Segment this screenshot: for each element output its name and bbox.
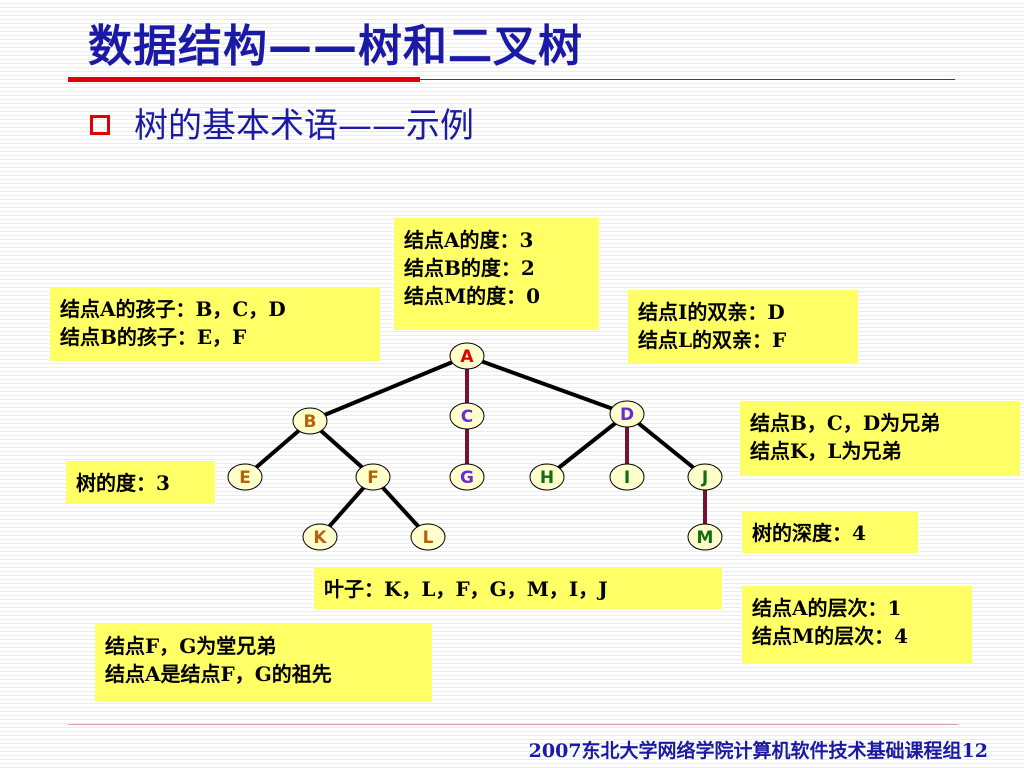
- tree-node-D: D: [609, 400, 645, 428]
- node-circle: [687, 463, 723, 491]
- note-node-degree: 结点A的度：3 结点B的度：2 结点M的度：0: [394, 218, 599, 330]
- node-label: H: [540, 468, 554, 488]
- node-label: K: [313, 528, 327, 548]
- note-cousins: 结点F，G为堂兄弟 结点A是结点F，G的祖先: [95, 624, 432, 702]
- tree-node-J: J: [687, 463, 723, 491]
- note-leaves: 叶子：K，L，F，G，M，I，J: [314, 567, 722, 609]
- node-circle: [687, 523, 723, 551]
- tree-node-K: K: [302, 523, 338, 551]
- note-line: 结点A是结点F，G的祖先: [105, 662, 332, 686]
- note-line: 结点B的孩子：E，F: [60, 325, 247, 349]
- bullet-square-icon: [90, 115, 110, 135]
- node-label: L: [423, 528, 434, 548]
- title-underline-bar: [68, 77, 420, 82]
- note-line: 树的深度：4: [752, 521, 866, 545]
- node-label: F: [367, 468, 379, 488]
- note-tree-degree: 树的度：3: [66, 461, 215, 503]
- node-label: E: [239, 468, 251, 488]
- note-line: 结点I的双亲：D: [638, 300, 785, 324]
- note-line: 结点M的层次：4: [752, 624, 909, 648]
- node-circle: [449, 463, 485, 491]
- node-label: A: [460, 347, 474, 367]
- node-label: B: [304, 412, 317, 432]
- title-rule: [420, 79, 955, 80]
- tree-node-E: E: [227, 463, 263, 491]
- note-siblings: 结点B，C，D为兄弟 结点K，L为兄弟: [740, 401, 1020, 475]
- slide-subtitle: 树的基本术语——示例: [134, 106, 474, 146]
- tree-edges: [243, 354, 707, 539]
- note-line: 结点A的孩子：B，C，D: [60, 297, 286, 321]
- tree-node-M: M: [687, 523, 723, 551]
- node-circle: [227, 463, 263, 491]
- node-circle: [449, 342, 485, 370]
- node-label: M: [697, 528, 714, 548]
- note-line: 结点B，C，D为兄弟: [750, 411, 941, 435]
- node-label: G: [460, 468, 474, 488]
- node-circle: [609, 463, 645, 491]
- tree-node-G: G: [449, 463, 485, 491]
- node-circle: [410, 523, 446, 551]
- note-tree-depth: 树的深度：4: [742, 511, 918, 553]
- node-circle: [609, 400, 645, 428]
- node-circle: [449, 402, 485, 430]
- tree-node-H: H: [529, 463, 565, 491]
- node-circle: [302, 523, 338, 551]
- tree-node-A: A: [449, 342, 485, 370]
- note-line: 结点M的度：0: [404, 284, 541, 308]
- footer-rule: [68, 724, 958, 725]
- node-circle: [529, 463, 565, 491]
- edge-A-D: [466, 354, 628, 416]
- footer-text: 2007东北大学网络学院计算机软件技术基础课程组12: [528, 740, 988, 762]
- slide-title: 数据结构——树和二叉树: [88, 21, 583, 72]
- note-line: 结点B的度：2: [404, 256, 535, 280]
- node-label: C: [461, 407, 473, 427]
- edge-D-H: [545, 412, 629, 479]
- note-line: 结点F，G为堂兄弟: [105, 634, 277, 658]
- node-circle: [292, 407, 328, 435]
- tree-node-B: B: [292, 407, 328, 435]
- node-label: J: [701, 468, 708, 488]
- edge-D-J: [625, 412, 707, 479]
- note-children: 结点A的孩子：B，C，D 结点B的孩子：E，F: [50, 287, 380, 361]
- tree-nodes: A B C D E F G H I J K L M: [227, 342, 723, 551]
- tree-node-L: L: [410, 523, 446, 551]
- note-parents: 结点I的双亲：D 结点L的双亲：F: [628, 290, 858, 364]
- tree-node-I: I: [609, 463, 645, 491]
- note-line: 结点L的双亲：F: [638, 328, 787, 352]
- note-line: 结点A的度：3: [404, 228, 534, 252]
- note-line: 树的度：3: [76, 471, 170, 495]
- tree-node-F: F: [355, 463, 391, 491]
- edge-A-B: [309, 354, 468, 423]
- node-circle: [355, 463, 391, 491]
- note-line: 结点A的层次：1: [752, 596, 902, 620]
- node-label: I: [624, 468, 630, 488]
- note-line: 结点K，L为兄弟: [750, 439, 902, 463]
- note-levels: 结点A的层次：1 结点M的层次：4: [742, 586, 972, 664]
- tree-node-C: C: [449, 402, 485, 430]
- node-label: D: [620, 405, 634, 425]
- note-line: 叶子：K，L，F，G，M，I，J: [324, 577, 608, 601]
